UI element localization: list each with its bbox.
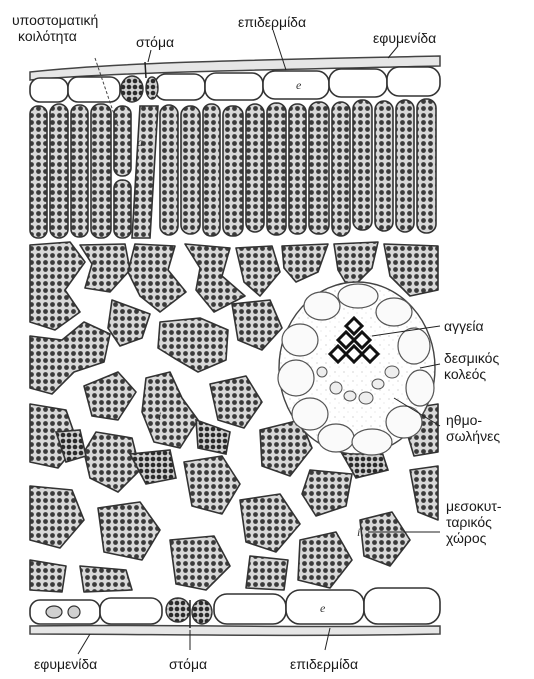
cell-mark-i-right: i xyxy=(357,525,360,539)
lower-epidermis xyxy=(30,588,440,635)
cell-mark-i-center: i xyxy=(158,409,161,423)
label-stoma-bottom: στόμα xyxy=(169,656,207,672)
cell-mark-a: a xyxy=(137,135,143,149)
label-intercellular-line2: ταρικός xyxy=(446,514,502,530)
upper-guard-cells xyxy=(121,76,158,102)
cuticle-bottom-leader xyxy=(78,634,90,654)
stoma-top-leader xyxy=(148,50,151,62)
cell-mark-e-top: e xyxy=(296,78,302,92)
label-intercellular-line1: μεσοκυτ- xyxy=(446,498,502,514)
label-bundle-sheath-line2: κολεός xyxy=(444,366,499,382)
upper-epidermis xyxy=(30,56,440,102)
upper-stoma-pore xyxy=(145,62,146,78)
label-sieve-tubes: ηθμο- σωλήνες xyxy=(446,412,500,444)
palisade-mesophyll xyxy=(30,99,436,238)
label-substomatal-line2: κοιλότητα xyxy=(12,28,98,44)
label-bundle-sheath-line1: δεσμικός xyxy=(444,350,499,366)
label-stoma-top: στόμα xyxy=(136,34,174,50)
vascular-bundle xyxy=(278,282,435,455)
label-epidermis-top: επιδερμίδα xyxy=(238,14,306,30)
label-substomatal-cavity: υποστοματική κοιλότητα xyxy=(12,12,98,44)
lower-cuticle xyxy=(30,625,440,635)
label-substomatal-line1: υποστοματική xyxy=(12,12,98,28)
label-vessels: αγγεία xyxy=(444,318,484,334)
label-sieve-tubes-line1: ηθμο- xyxy=(446,412,500,428)
label-epidermis-bottom: επιδερμίδα xyxy=(290,656,358,672)
label-bundle-sheath: δεσμικός κολεός xyxy=(444,350,499,382)
label-sieve-tubes-line2: σωλήνες xyxy=(446,428,500,444)
label-cuticle-top: εφυμενίδα xyxy=(373,30,436,46)
cell-mark-e-bottom: e xyxy=(320,601,326,615)
label-cuticle-bottom: εφυμενίδα xyxy=(34,656,97,672)
lower-guard-cells xyxy=(166,598,212,624)
label-intercellular-space: μεσοκυτ- ταρικός χώρος xyxy=(446,498,502,546)
label-intercellular-line3: χώρος xyxy=(446,530,502,546)
